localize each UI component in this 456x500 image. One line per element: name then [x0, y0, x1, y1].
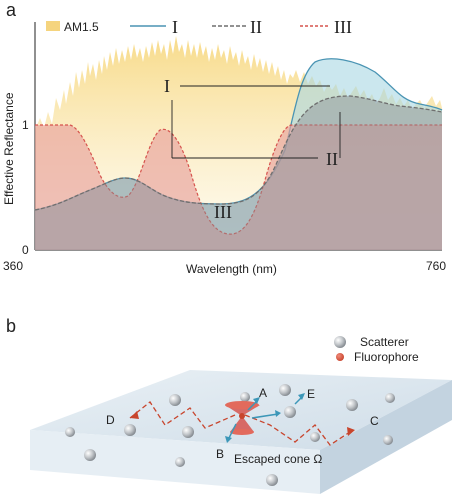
escape-cone-lower — [230, 416, 254, 432]
scatterer — [182, 426, 194, 438]
fluorophore-dot — [239, 413, 245, 419]
legend-scatterer-label: Scatterer — [360, 335, 409, 349]
arrow-c — [347, 427, 355, 436]
label-d: D — [106, 413, 115, 427]
legend-iii-label: III — [334, 17, 352, 37]
arrow-mid — [251, 413, 279, 419]
callout-ii-label: II — [326, 149, 338, 169]
legend-ii-label: II — [250, 17, 262, 37]
scatterers — [65, 384, 395, 486]
arrow-a-head — [253, 397, 260, 404]
escape-cone-rim-lower — [230, 429, 254, 435]
scatterer — [266, 474, 278, 486]
scatterer — [383, 435, 393, 445]
legend-am-swatch — [46, 21, 60, 31]
light-path-to-c — [244, 414, 351, 446]
panel-b-letter: b — [6, 316, 16, 336]
label-b: B — [216, 447, 224, 461]
label-a: A — [259, 386, 267, 400]
scatterer — [279, 384, 291, 396]
scatterer — [240, 392, 250, 402]
y-axis-label: Effective Reflectance — [2, 92, 16, 205]
light-path-to-d — [129, 401, 236, 429]
label-e: E — [307, 387, 315, 401]
legend-scatterer-icon — [334, 336, 346, 348]
x-tick-760: 760 — [426, 259, 446, 273]
arrow-b-head — [225, 436, 232, 443]
legend-am-label: AM1.5 — [64, 20, 99, 34]
callout-i-label: I — [164, 76, 170, 96]
callout-iii-label: III — [214, 202, 232, 222]
legend-fluorophore-icon — [336, 353, 344, 361]
x-axis-label: Wavelength (nm) — [186, 262, 277, 276]
y-tick-1: 1 — [22, 118, 29, 132]
legend-i-label: I — [172, 17, 178, 37]
scatterer — [169, 394, 181, 406]
scatterer — [175, 457, 185, 467]
escaped-cone-label: Escaped cone Ω — [234, 452, 322, 466]
arrow-e-head — [298, 393, 305, 400]
curve-ii-line — [34, 95, 443, 211]
scatterer — [346, 399, 358, 411]
legend-fluorophore-label: Fluorophore — [354, 350, 419, 364]
scatterer — [84, 449, 96, 461]
scatterer — [65, 427, 75, 437]
scatterer — [284, 406, 296, 418]
curve-iii-line — [35, 124, 442, 235]
escape-arrows — [225, 393, 305, 443]
x-tick-360: 360 — [3, 259, 23, 273]
scatterer — [385, 393, 395, 403]
panel-a-letter: a — [6, 0, 17, 20]
y-tick-0: 0 — [22, 243, 29, 257]
arrow-mid-head — [275, 410, 281, 417]
scatterer — [310, 432, 320, 442]
scatterer — [124, 424, 136, 436]
arrow-d — [130, 411, 139, 419]
label-c: C — [370, 414, 379, 428]
